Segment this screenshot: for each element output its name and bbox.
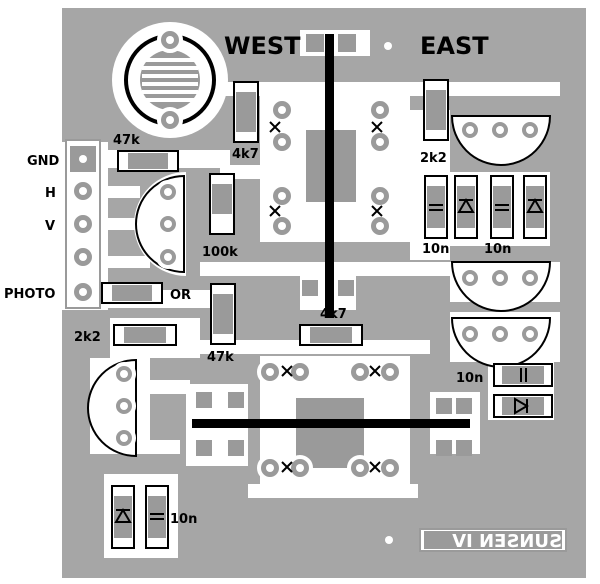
resistor-2k2-left <box>113 324 177 346</box>
label-r-2k2-left: 2k2 <box>74 330 101 345</box>
pad-cluster-lower-left <box>196 392 244 456</box>
resistor-100k <box>209 173 235 235</box>
pad-cluster-mid <box>302 280 354 296</box>
header-connector <box>65 139 101 309</box>
resistor-or <box>101 282 163 304</box>
label-r-4k7-top: 4k7 <box>232 147 259 162</box>
label-photo: PHOTO <box>4 287 55 302</box>
label-east: EAST <box>420 32 489 60</box>
jumper-bar-horizontal <box>192 419 470 428</box>
capacitor-diode-right-lower <box>493 363 553 418</box>
transistor-right-lower <box>450 317 552 368</box>
resistor-4k7-top <box>233 81 259 143</box>
resistor-2k2-right <box>423 79 449 141</box>
label-gnd: GND <box>27 154 60 169</box>
transistor-right-mid <box>450 261 552 312</box>
pad-cluster-top <box>306 34 392 52</box>
resistor-4k7-mid <box>299 324 363 346</box>
pad-cluster-lower-right <box>436 398 472 456</box>
label-r-47k-mid: 47k <box>207 350 234 365</box>
transistor-left-lower <box>87 358 137 458</box>
label-west: WEST <box>224 32 301 60</box>
label-h: H <box>45 186 56 201</box>
x-markers <box>269 121 383 473</box>
transistor-top-right <box>450 115 552 166</box>
label-v: V <box>45 219 55 234</box>
resistor-47k-mid <box>210 283 236 345</box>
label-r-2k2-right: 2k2 <box>420 151 447 166</box>
jumper-bar-vertical <box>325 34 334 318</box>
label-c-10n-b: 10n <box>484 242 511 257</box>
label-r-100k: 100k <box>202 245 238 260</box>
label-c-10n-c: 10n <box>456 371 483 386</box>
capacitor-diode-bottom-left <box>111 485 169 549</box>
mirrored-title: SUNSEN IV <box>452 531 562 552</box>
label-or: OR <box>170 288 191 303</box>
label-c-10n-d: 10n <box>170 512 197 527</box>
label-c-10n-a: 10n <box>422 242 449 257</box>
label-r-4k7-mid: 4k7 <box>320 307 347 322</box>
transistor-left-mid <box>135 174 185 274</box>
resistor-47k-top <box>117 150 179 172</box>
mirrored-title-panel: SUNSEN IV <box>385 528 567 552</box>
photoresistor-ldr <box>124 27 216 133</box>
label-r-47k-top: 47k <box>113 133 140 148</box>
capacitor-diode-bank-right <box>424 175 547 239</box>
